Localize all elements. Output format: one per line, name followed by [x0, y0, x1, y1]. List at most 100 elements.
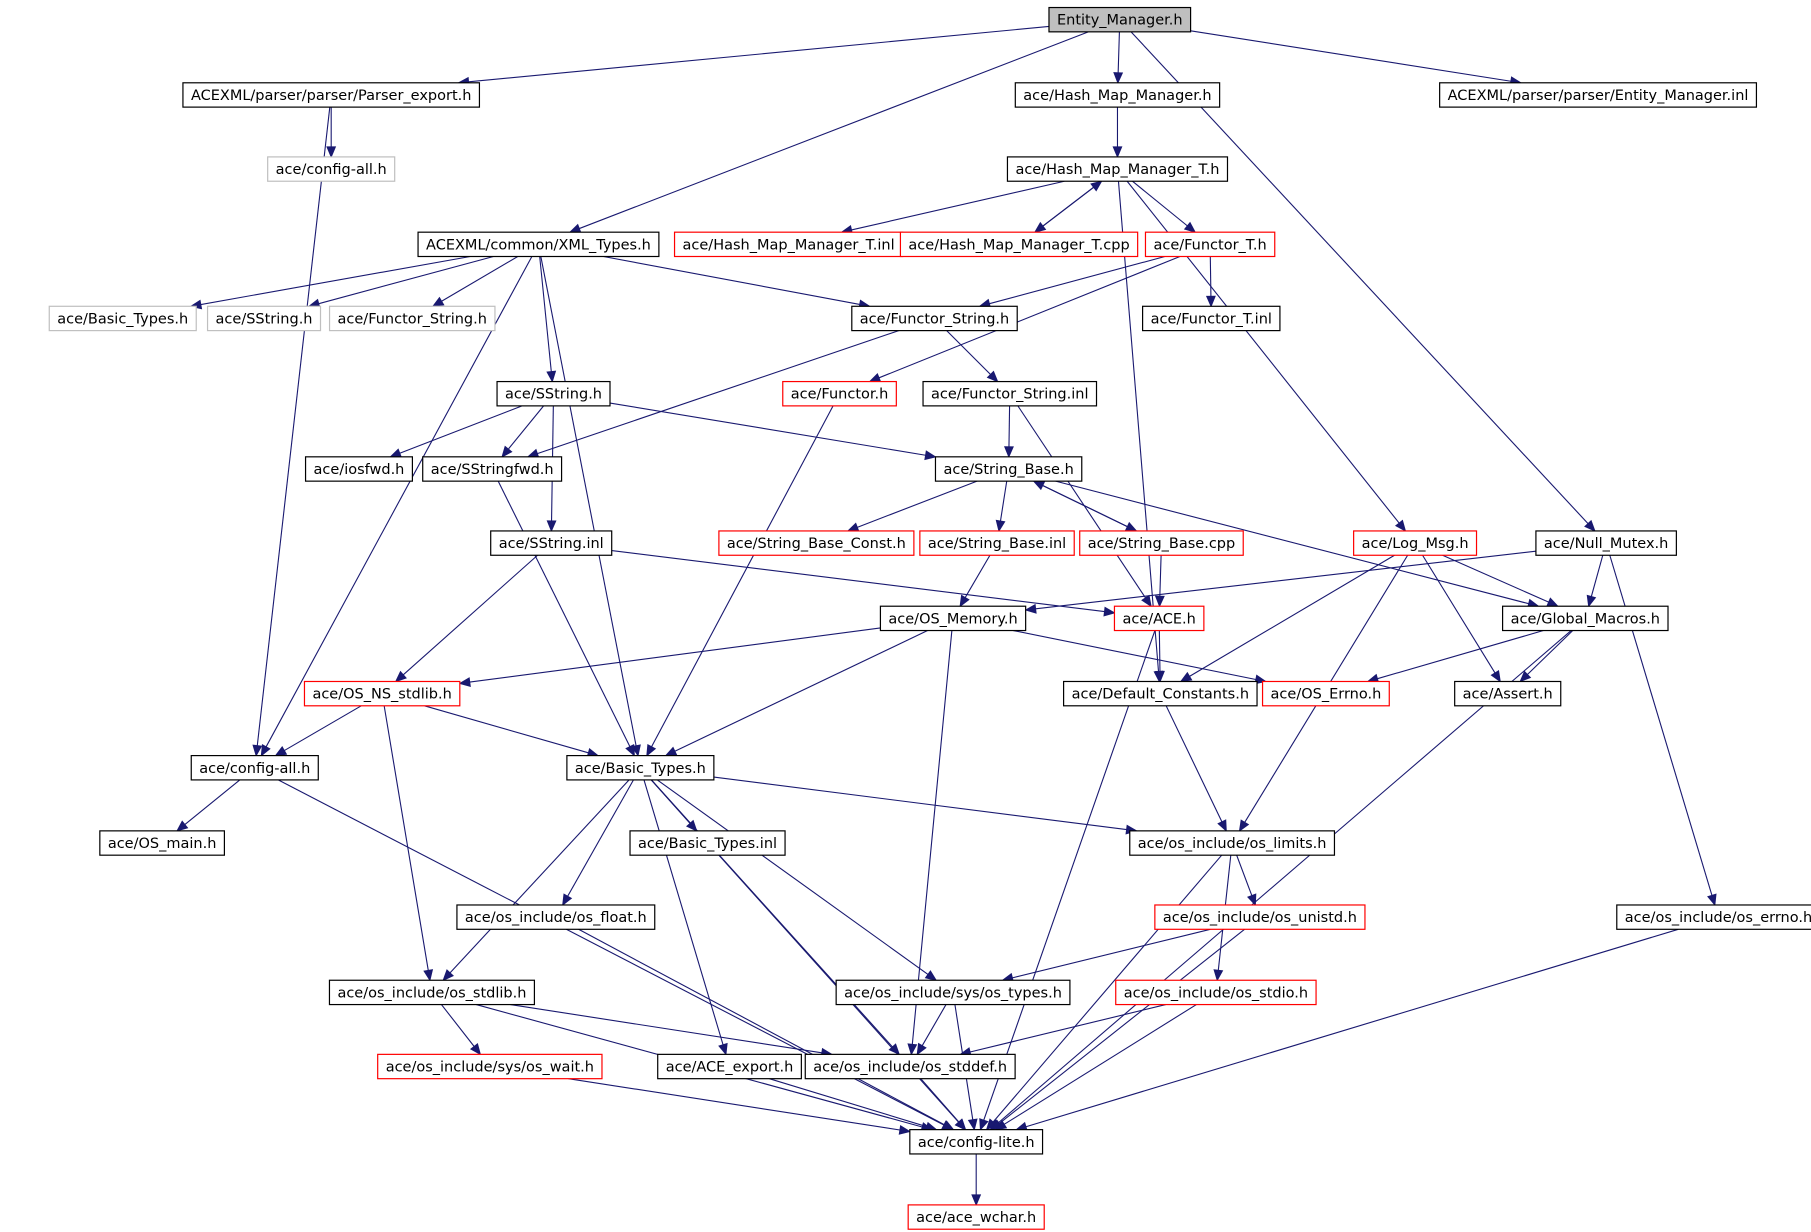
edge-ace-sstringfwd-h-to-ace-basic-types-h	[497, 480, 635, 757]
node-ace-default-constants-h[interactable]: ace/Default_Constants.h	[1062, 680, 1258, 707]
edge-ace-os-include-sys-os-types-h-to-ace-os-include-os-stddef-h	[916, 1004, 947, 1056]
node-ace-string-base-cpp[interactable]: ace/String_Base.cpp	[1079, 530, 1244, 556]
node-label: ace/Hash_Map_Manager.h	[1023, 88, 1211, 104]
node-label: ace/Assert.h	[1463, 687, 1553, 703]
node-label: ace/Log_Msg.h	[1362, 536, 1469, 552]
node-acexml-parser-parser-entity-manager-inl[interactable]: ACEXML/parser/parser/Entity_Manager.inl	[1439, 82, 1758, 108]
node-ace-os-include-os-errno-h[interactable]: ace/os_include/os_errno.h	[1616, 904, 1811, 930]
edge-ace-string-base-inl-to-ace-os-memory-h	[959, 554, 991, 608]
edge-acexml-common-xml-types-h-to-ace-config-all-h	[260, 256, 533, 757]
node-ace-os-memory-h[interactable]: ace/OS_Memory.h	[879, 605, 1027, 632]
node-label: ace/String_Base_Const.h	[727, 536, 906, 552]
node-label: Entity_Manager.h	[1057, 13, 1183, 29]
edge-ace-basic-types-h-to-ace-os-include-os-float-h	[562, 779, 634, 907]
node-ace-os-include-os-unistd-h[interactable]: ace/os_include/os_unistd.h	[1154, 904, 1366, 930]
node-label: ace/Functor_String.h	[860, 311, 1009, 327]
node-ace-iosfwd-h[interactable]: ace/iosfwd.h	[304, 456, 414, 482]
node-ace-ace-h[interactable]: ace/ACE.h	[1113, 605, 1205, 632]
node-ace-functor-t-h[interactable]: ace/Functor_T.h	[1144, 231, 1276, 258]
edge-ace-os-include-os-stdio-h-to-ace-os-include-os-stddef-h	[959, 1004, 1166, 1057]
node-box	[909, 1129, 1044, 1155]
node-ace-hash-map-manager-t-h[interactable]: ace/Hash_Map_Manager_T.h	[1006, 156, 1229, 182]
node-ace-hash-map-manager-t-cpp[interactable]: ace/Hash_Map_Manager_T.cpp	[899, 231, 1139, 258]
edge-ace-os-include-os-float-h-to-ace-config-lite-h	[578, 928, 955, 1131]
node-ace-null-mutex-h[interactable]: ace/Null_Mutex.h	[1535, 530, 1677, 556]
node-ace-string-base-inl[interactable]: ace/String_Base.inl	[919, 530, 1075, 556]
node-label: ace/Hash_Map_Manager_T.h	[1015, 162, 1219, 178]
edge-ace-log-msg-h-to-ace-assert-h	[1422, 554, 1501, 683]
node-label: ace/Basic_Types.h	[57, 311, 188, 327]
node-acexml-common-xml-types-h[interactable]: ACEXML/common/XML_Types.h	[417, 231, 660, 258]
node-acexml-parser-parser-parser-export-h[interactable]: ACEXML/parser/parser/Parser_export.h	[182, 82, 481, 108]
node-box	[48, 305, 197, 332]
node-ace-os-include-sys-os-types-h[interactable]: ace/os_include/sys/os_types.h	[835, 979, 1071, 1006]
node-box	[1062, 680, 1258, 707]
node-box	[1048, 6, 1192, 33]
node-ace-ace-wchar-h[interactable]: ace/ace_wchar.h	[907, 1204, 1045, 1230]
edge-ace-os-include-os-stdio-h-to-ace-config-lite-h	[994, 1004, 1197, 1131]
edge-ace-functor-h-to-ace-basic-types-h	[646, 405, 834, 757]
node-ace-functor-t-inl[interactable]: ace/Functor_T.inl	[1142, 305, 1281, 332]
node-ace-os-include-sys-os-wait-h[interactable]: ace/os_include/sys/os_wait.h	[377, 1053, 603, 1080]
node-label: ace/SStringfwd.h	[431, 462, 554, 478]
node-ace-os-main-h[interactable]: ace/OS_main.h	[99, 830, 226, 856]
node-ace-config-lite-h[interactable]: ace/config-lite.h	[909, 1129, 1044, 1155]
node-ace-sstringfwd-h[interactable]: ace/SStringfwd.h	[422, 456, 563, 482]
node-ace-functor-h[interactable]: ace/Functor.h	[782, 380, 897, 407]
node-box	[1144, 231, 1276, 258]
node-ace-assert-h[interactable]: ace/Assert.h	[1454, 680, 1562, 707]
edge-ace-default-constants-h-to-ace-os-include-os-limits-h	[1165, 705, 1227, 833]
node-box	[1129, 830, 1336, 856]
node-box	[1616, 904, 1811, 930]
node-ace-hash-map-manager-t-inl[interactable]: ace/Hash_Map_Manager_T.inl	[673, 231, 904, 258]
node-label: ace/config-lite.h	[918, 1135, 1035, 1151]
node-ace-os-errno-h[interactable]: ace/OS_Errno.h	[1261, 680, 1390, 707]
node-label: ace/os_include/os_stddef.h	[813, 1060, 1007, 1076]
node-entity-manager-h[interactable]: Entity_Manager.h	[1048, 6, 1192, 33]
edge-ace-os-ns-stdlib-h-to-ace-basic-types-h	[424, 705, 600, 758]
edge-ace-sstring-h-to-ace-sstringfwd-h	[501, 405, 545, 458]
node-ace-os-include-os-stdio-h[interactable]: ace/os_include/os_stdio.h	[1115, 979, 1317, 1006]
node-ace-os-include-os-limits-h[interactable]: ace/os_include/os_limits.h	[1129, 830, 1336, 856]
node-box	[1501, 605, 1669, 632]
node-ace-log-msg-h[interactable]: ace/Log_Msg.h	[1353, 530, 1478, 556]
node-ace-sstring-inl[interactable]: ace/SString.inl	[490, 530, 613, 556]
node-box	[304, 456, 414, 482]
node-box	[1115, 979, 1317, 1006]
node-ace-functor-string-h[interactable]: ace/Functor_String.h	[851, 305, 1018, 332]
edge-entity-manager-h-to-ace-null-mutex-h	[1130, 31, 1596, 532]
edge-ace-functor-string-inl-to-ace-string-base-h	[1004, 405, 1014, 459]
edge-ace-os-include-sys-os-wait-h-to-ace-config-lite-h	[568, 1078, 912, 1135]
node-ace-string-base-const-h[interactable]: ace/String_Base_Const.h	[718, 530, 915, 556]
node-ace-string-base-h[interactable]: ace/String_Base.h	[934, 456, 1083, 482]
edge-ace-hash-map-manager-h-to-ace-hash-map-manager-t-h	[1112, 107, 1123, 159]
node-ace-basic-types-h[interactable]: ace/Basic_Types.h	[566, 754, 715, 781]
node-box	[328, 979, 536, 1006]
node-ace-config-all-h[interactable]: ace/config-all.h	[190, 754, 319, 781]
edge-ace-os-include-os-limits-h-to-ace-config-lite-h	[985, 854, 1223, 1131]
node-box	[1154, 904, 1366, 930]
node-ace-basic-types-h[interactable]: ace/Basic_Types.h	[48, 305, 197, 332]
node-ace-os-include-os-stdlib-h[interactable]: ace/os_include/os_stdlib.h	[328, 979, 536, 1006]
edge-ace-ace-h-to-ace-config-lite-h	[979, 630, 1156, 1131]
node-ace-os-include-os-stddef-h[interactable]: ace/os_include/os_stddef.h	[804, 1053, 1016, 1080]
node-ace-sstring-h[interactable]: ace/SString.h	[206, 305, 322, 332]
node-ace-hash-map-manager-h[interactable]: ace/Hash_Map_Manager.h	[1014, 82, 1221, 108]
node-box	[328, 305, 496, 332]
edge-ace-os-ns-stdlib-h-to-ace-os-include-os-stdlib-h	[383, 705, 434, 982]
node-ace-functor-string-inl[interactable]: ace/Functor_String.inl	[922, 380, 1098, 407]
edge-ace-string-base-h-to-ace-string-base-const-h	[846, 480, 978, 532]
node-ace-global-macros-h[interactable]: ace/Global_Macros.h	[1501, 605, 1669, 632]
node-box	[456, 904, 656, 930]
edge-ace-log-msg-h-to-ace-global-macros-h	[1442, 554, 1559, 607]
node-ace-basic-types-inl[interactable]: ace/Basic_Types.inl	[629, 830, 786, 856]
node-ace-sstring-h[interactable]: ace/SString.h	[496, 380, 611, 407]
node-ace-config-all-h[interactable]: ace/config-all.h	[267, 156, 396, 182]
node-ace-ace-export-h[interactable]: ace/ACE_export.h	[657, 1053, 802, 1080]
node-ace-os-include-os-float-h[interactable]: ace/os_include/os_float.h	[456, 904, 656, 930]
node-label: ace/os_include/os_stdio.h	[1124, 985, 1308, 1001]
node-ace-os-ns-stdlib-h[interactable]: ace/OS_NS_stdlib.h	[303, 680, 461, 707]
node-ace-functor-string-h[interactable]: ace/Functor_String.h	[328, 305, 496, 332]
edge-acexml-common-xml-types-h-to-ace-functor-string-h	[603, 255, 871, 310]
